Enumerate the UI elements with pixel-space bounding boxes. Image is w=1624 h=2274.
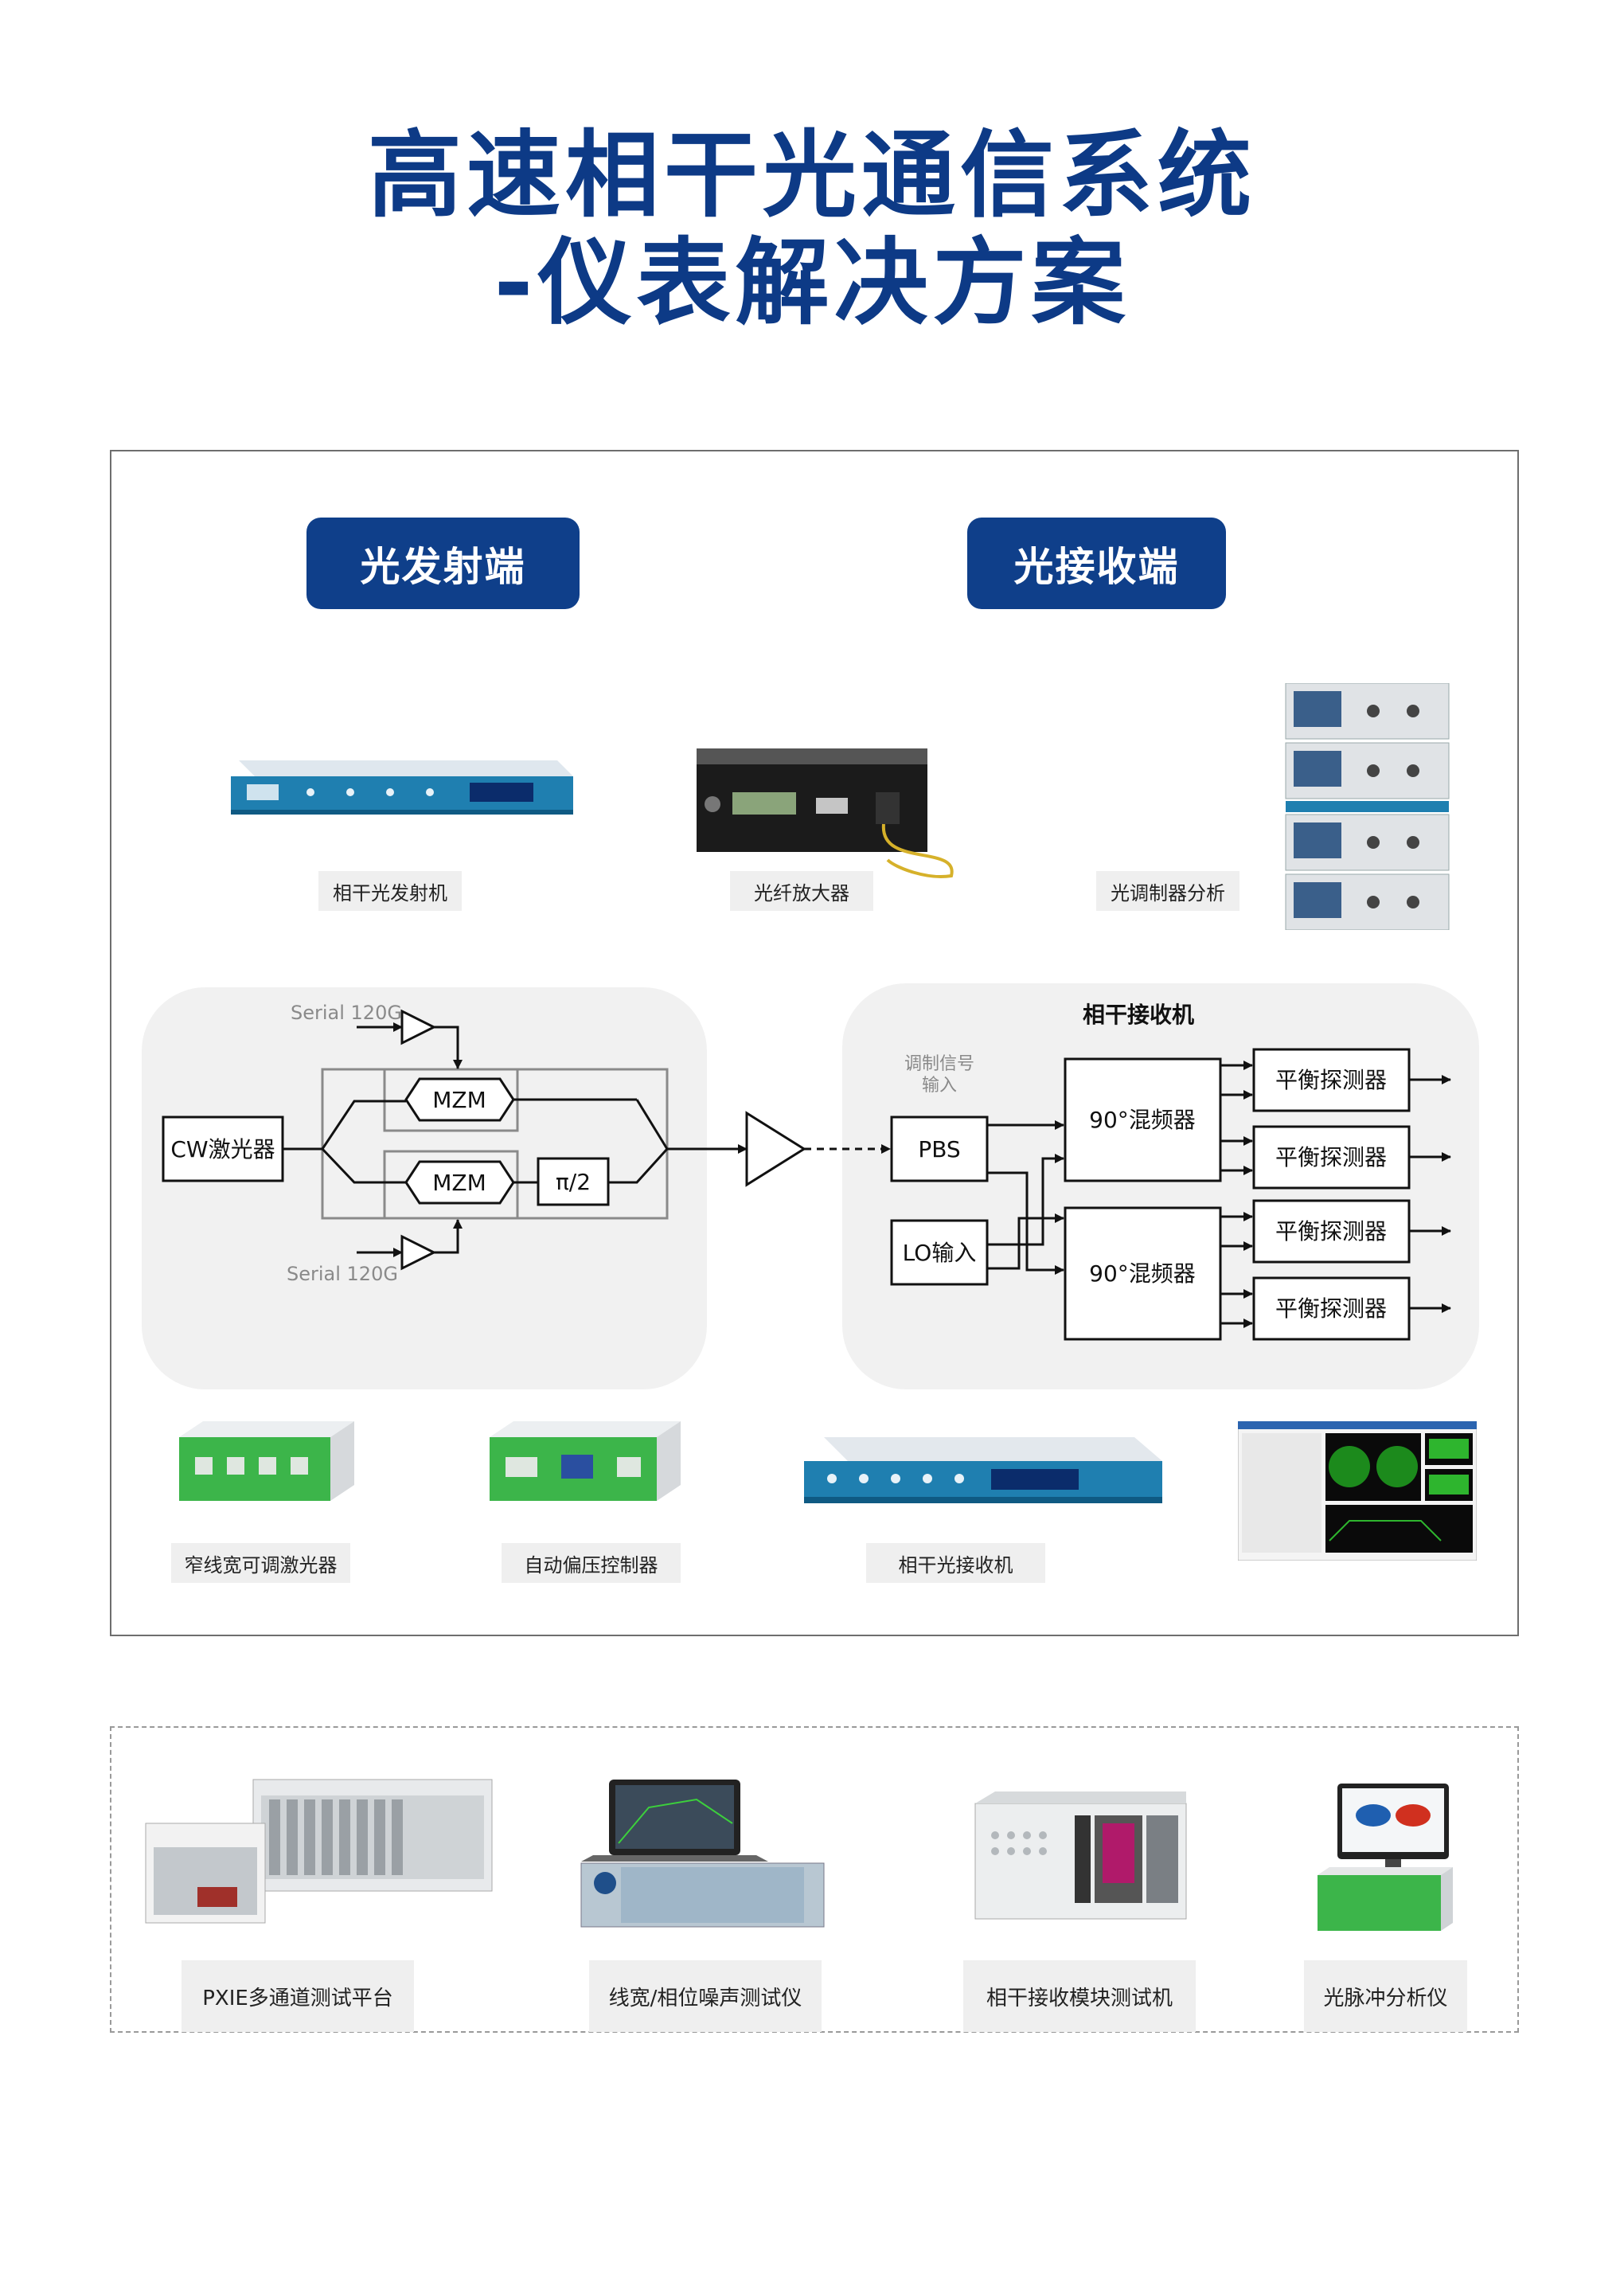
mod-input-label-1: 调制信号: [904, 1054, 974, 1074]
receiver-title: 相干接收机: [1083, 1002, 1194, 1028]
main-frame: [110, 450, 1519, 1636]
balanced-detector-1: [1252, 1048, 1411, 1112]
page-title-line1: 高速相干光通信系统: [367, 120, 1256, 230]
mzm-top-label: MZM: [432, 1087, 486, 1113]
lo-input-box: [890, 1219, 989, 1286]
balanced-detector-4: [1252, 1276, 1411, 1341]
bias-controller-image: [490, 1421, 681, 1501]
linewidth-tester-image: [580, 1780, 825, 1928]
fiber-amplifier-image: [697, 748, 954, 878]
page-title-line2: -仪表解决方案: [494, 228, 1130, 338]
receiver-module-tester-image: [974, 1791, 1187, 1920]
device-caption: 光纤放大器: [730, 871, 873, 911]
analysis-software-screenshot: [1238, 1421, 1477, 1561]
device-caption: 相干光接收机: [866, 1543, 1045, 1583]
mixer-bottom-box: [1064, 1206, 1222, 1341]
tx-section-header: 光发射端: [306, 518, 580, 609]
coherent-transmitter-image: [231, 760, 573, 815]
mixer-top-box: [1064, 1057, 1222, 1182]
device-caption: 光脉冲分析仪: [1304, 1960, 1467, 2032]
cw-laser-box: [162, 1116, 284, 1182]
mod-input-label-2: 输入: [922, 1076, 957, 1096]
bd2-label: 平衡探测器: [1275, 1144, 1387, 1170]
device-caption: 相干接收模块测试机: [963, 1960, 1196, 2032]
serial-bottom-label: Serial 120G: [287, 1263, 398, 1285]
bd1-label: 平衡探测器: [1275, 1067, 1387, 1093]
mzm-bottom-label: MZM: [432, 1170, 486, 1196]
phase-shifter-box: [537, 1157, 610, 1206]
driver-top-triangle: [400, 1009, 437, 1045]
coherent-receiver-image: [804, 1437, 1162, 1503]
pbs-label: PBS: [918, 1136, 960, 1162]
rx-section-header: 光接收端: [967, 518, 1226, 609]
tunable-laser-image: [179, 1421, 354, 1501]
optical-modulation-analyzer-image: [1285, 683, 1450, 930]
cw-laser-label: CW激光器: [170, 1136, 275, 1162]
device-caption: 光调制器分析: [1096, 871, 1239, 911]
device-caption: 相干光发射机: [318, 871, 462, 911]
optical-pulse-analyzer-image: [1318, 1784, 1453, 1931]
driver-bottom-triangle: [400, 1234, 437, 1271]
pxie-platform-image: [145, 1779, 493, 1924]
device-caption: PXIE多通道测试平台: [182, 1960, 414, 2032]
amplifier-triangle: [745, 1111, 806, 1187]
device-caption: 窄线宽可调激光器: [171, 1543, 350, 1583]
bd4-label: 平衡探测器: [1275, 1295, 1387, 1322]
phase-label: π/2: [556, 1169, 591, 1195]
device-caption: 自动偏压控制器: [502, 1543, 681, 1583]
bd3-label: 平衡探测器: [1275, 1218, 1387, 1244]
lo-input-label: LO输入: [903, 1240, 977, 1266]
mixer-top-label: 90°混频器: [1089, 1107, 1196, 1133]
pbs-box: [890, 1116, 989, 1182]
mixer-bottom-label: 90°混频器: [1089, 1260, 1196, 1287]
device-caption: 线宽/相位噪声测试仪: [589, 1960, 822, 2032]
bottom-products-frame: [110, 1726, 1519, 2033]
serial-top-label: Serial 120G: [291, 1002, 402, 1024]
